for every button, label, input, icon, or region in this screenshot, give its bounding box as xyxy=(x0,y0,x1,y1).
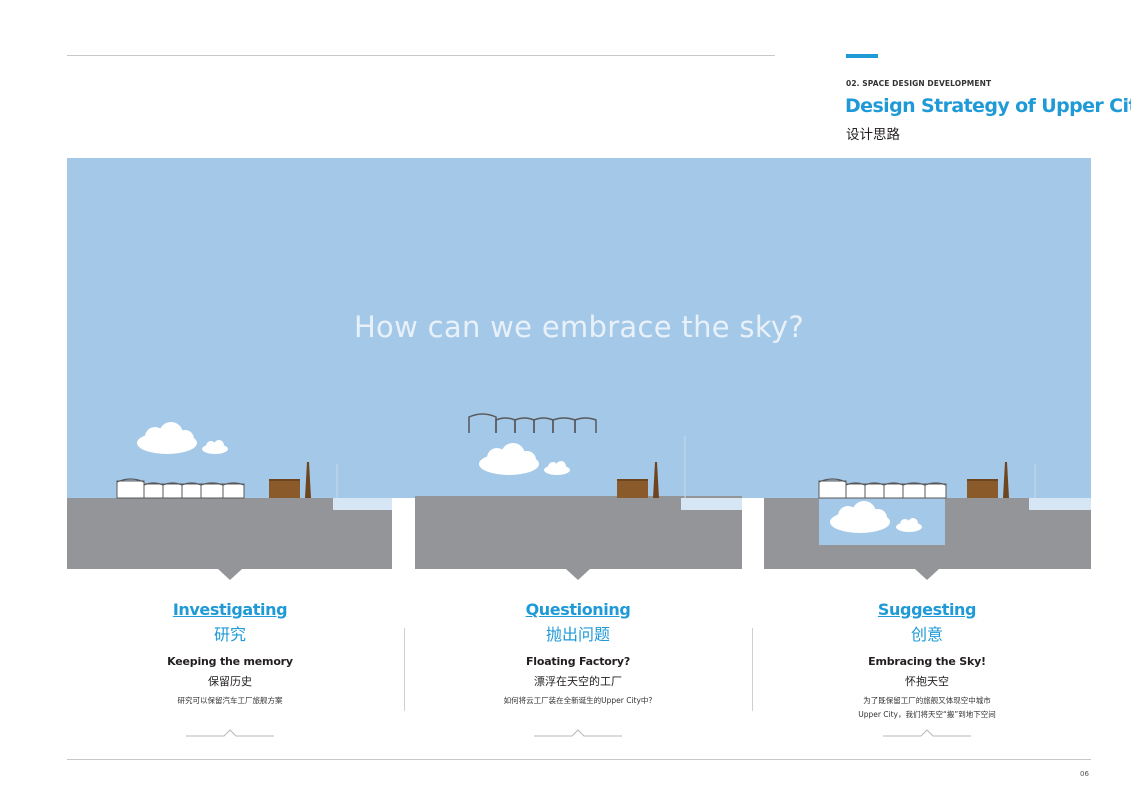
scene-investigating xyxy=(67,422,392,569)
page-title: Design Strategy of Upper City xyxy=(845,95,1131,117)
column-questioning: Questioning 抛出问题 Floating Factory? 漂浮在天空… xyxy=(428,600,728,708)
pointer-suggesting xyxy=(915,569,939,580)
column-heading-en: Investigating xyxy=(172,600,288,619)
column-heading-en: Suggesting xyxy=(877,600,977,619)
column-subheading-cn: 怀抱天空 xyxy=(905,675,949,688)
pointer-questioning xyxy=(566,569,590,580)
page-number: 06 xyxy=(1080,770,1089,778)
column-heading-cn: 创意 xyxy=(910,625,943,644)
scene-suggesting xyxy=(764,462,1091,569)
factory-scenes xyxy=(67,413,1091,569)
header-rule xyxy=(67,55,775,56)
page-subtitle: 设计思路 xyxy=(846,127,900,143)
column-investigating: Investigating 研究 Keeping the memory 保留历史… xyxy=(80,600,380,708)
hero-question: How can we embrace the sky? xyxy=(353,310,805,344)
column-description: 为了既保留工厂的旅舰又体现空中城市 Upper City，我们将天空“搬”到地下… xyxy=(777,694,1077,722)
description-line: Upper City，我们将天空“搬”到地下空间 xyxy=(858,710,996,719)
hero-illustration: How can we embrace the sky? xyxy=(67,158,1091,569)
description-line: 如何将云工厂装在全新诞生的Upper City中? xyxy=(503,696,653,705)
column-heading-cn: 抛出问题 xyxy=(545,625,610,644)
footer-rule xyxy=(67,759,1091,760)
column-description: 如何将云工厂装在全新诞生的Upper City中? xyxy=(428,694,728,708)
column-description: 研究可以保留汽车工厂旅舰方案 xyxy=(80,694,380,708)
description-line: 研究可以保留汽车工厂旅舰方案 xyxy=(177,696,283,705)
scene-questioning xyxy=(415,413,742,569)
column-suggesting: Suggesting 创意 Embracing the Sky! 怀抱天空 为了… xyxy=(777,600,1077,722)
section-pointers xyxy=(218,569,939,580)
description-line: 为了既保留工厂的旅舰又体现空中城市 xyxy=(863,696,991,705)
column-divider xyxy=(752,628,753,711)
column-subheading-en: Floating Factory? xyxy=(525,655,631,668)
column-deco-line xyxy=(186,729,274,737)
column-subheading-en: Keeping the memory xyxy=(167,655,293,668)
section-label: 02. SPACE DESIGN DEVELOPMENT xyxy=(846,79,992,88)
column-subheading-en: Embracing the Sky! xyxy=(868,655,986,668)
column-divider xyxy=(404,628,405,711)
pointer-investigating xyxy=(218,569,242,580)
column-heading-en: Questioning xyxy=(525,600,631,619)
column-heading-cn: 研究 xyxy=(213,625,246,644)
accent-bar xyxy=(846,54,878,58)
column-subheading-cn: 保留历史 xyxy=(208,675,252,688)
column-deco-line xyxy=(534,729,622,737)
column-deco-line xyxy=(883,729,971,737)
column-subheading-cn: 漂浮在天空的工厂 xyxy=(534,675,622,688)
